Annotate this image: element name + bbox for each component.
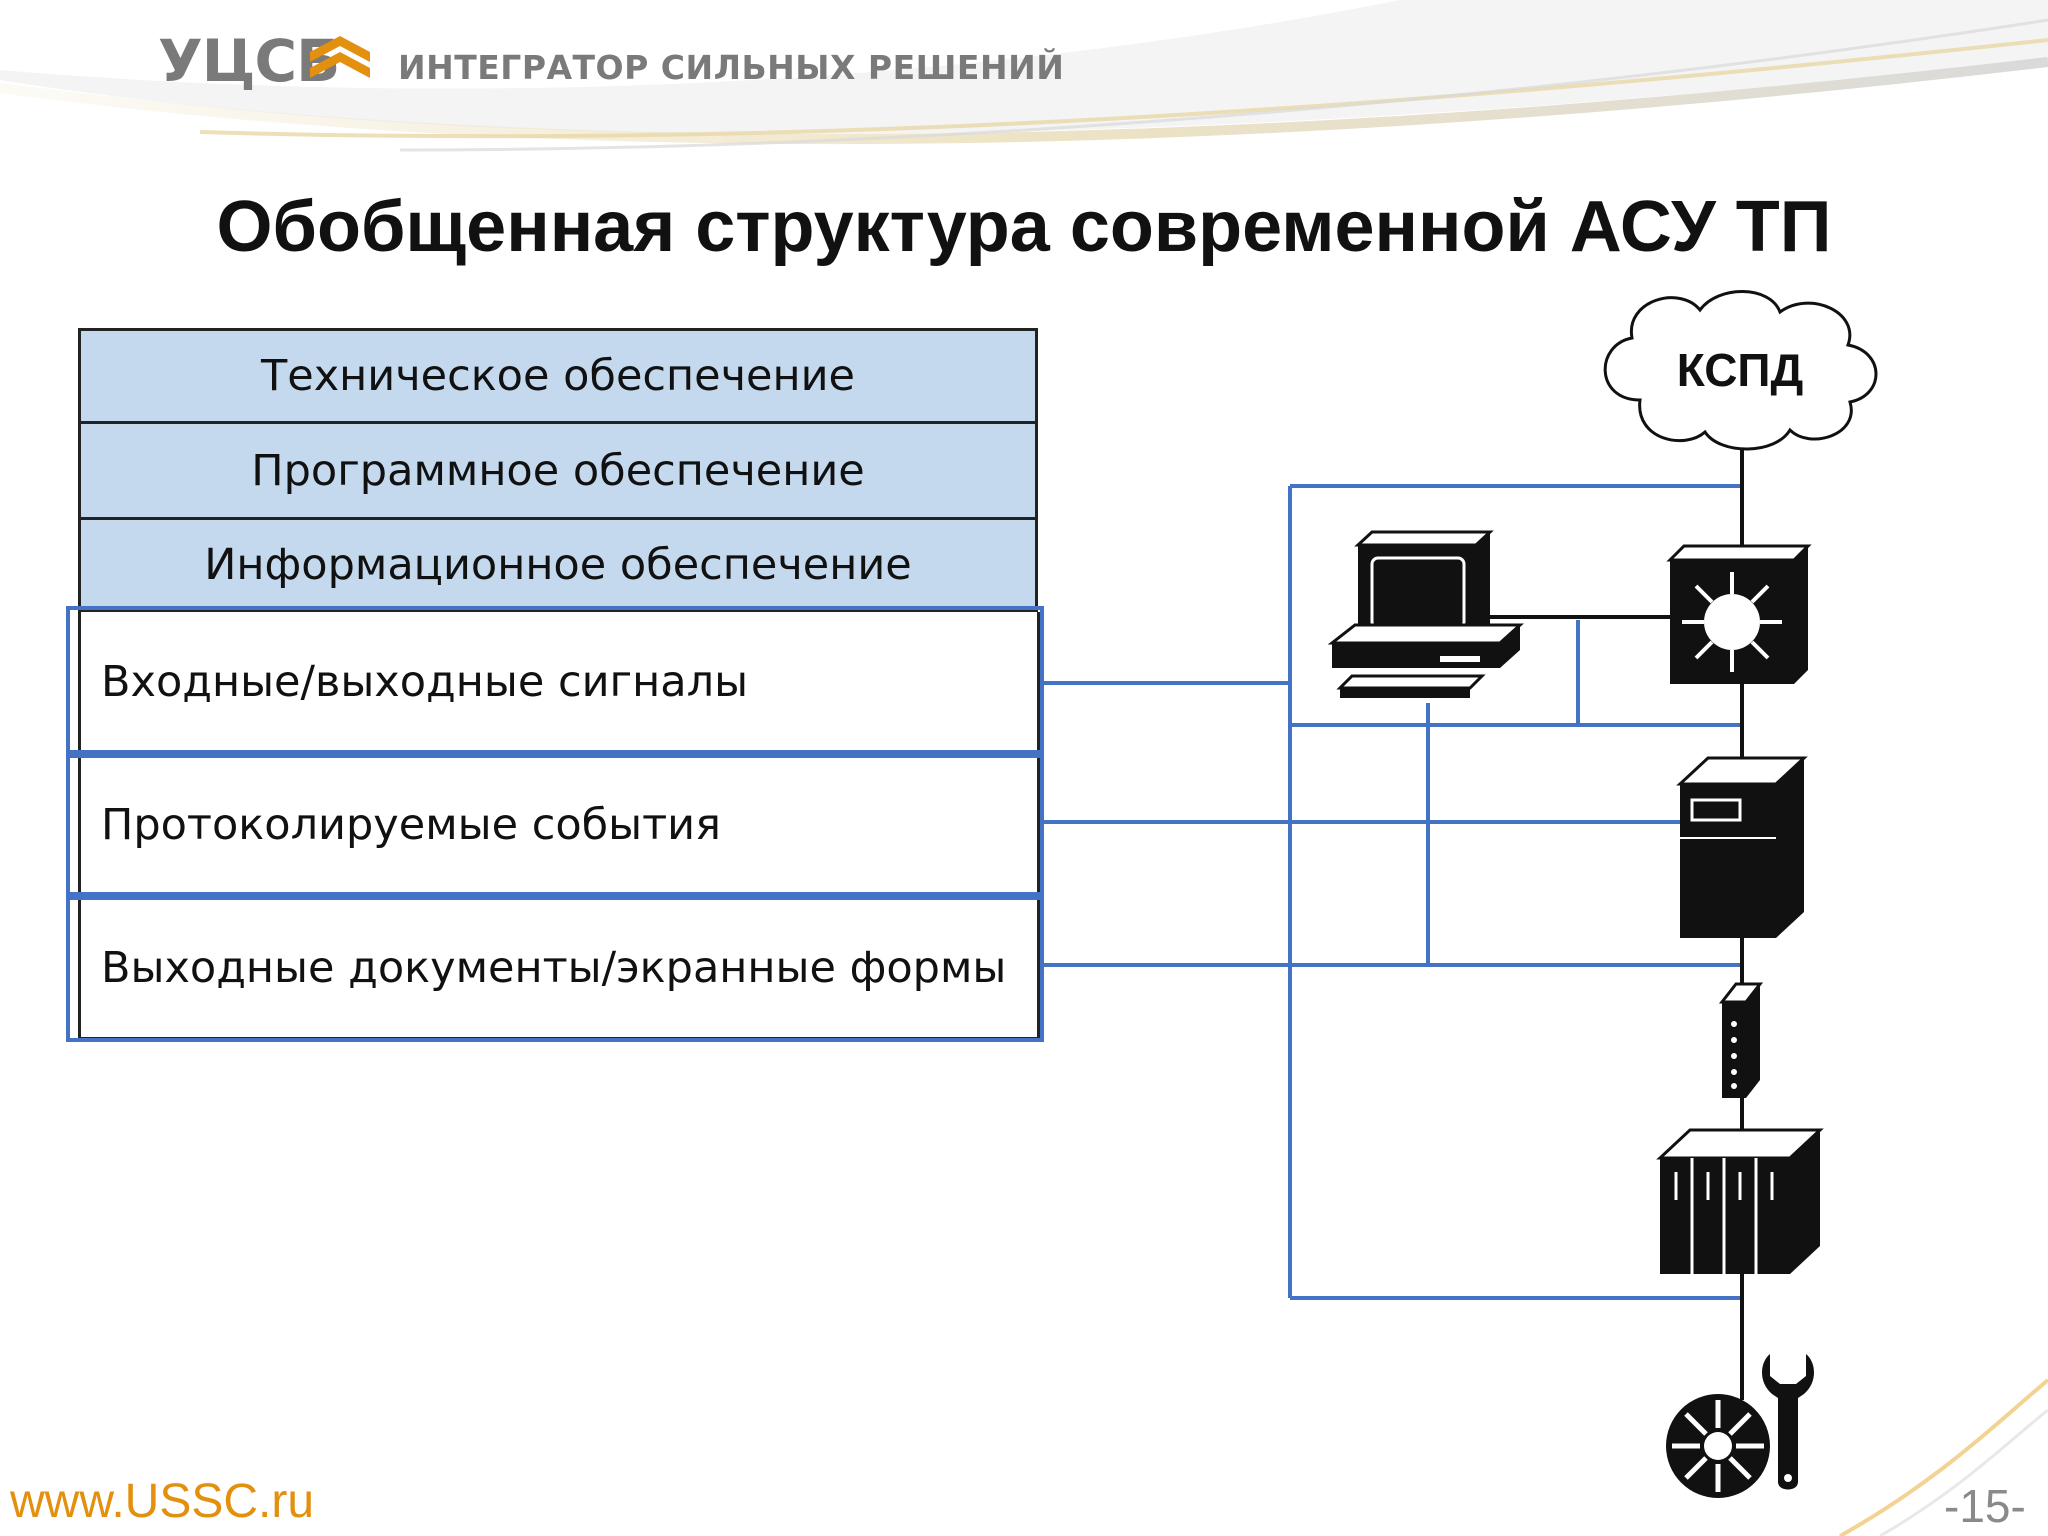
footer-url[interactable]: www.USSC.ru — [10, 1475, 315, 1528]
workstation-icon — [1327, 530, 1524, 698]
actuator-icon — [1666, 1394, 1770, 1498]
data-row-events: Протоколируемые события — [78, 758, 1040, 892]
data-row-signals: Входные/выходные сигналы — [78, 612, 1040, 752]
support-row-technical: Техническое обеспечение — [78, 328, 1038, 424]
cloud-label: КСПД — [1676, 344, 1804, 396]
logo-text: УЦСБ — [158, 27, 340, 95]
tagline: ИНТЕГРАТОР СИЛЬНЫХ РЕШЕНИЙ — [398, 48, 1065, 87]
header-decoration — [0, 0, 2048, 152]
documents-frame — [66, 896, 1044, 1042]
connection-lines — [1044, 484, 1742, 1300]
page-number: -15- — [1944, 1480, 2026, 1532]
switch-icon — [1666, 544, 1812, 684]
cloud-icon — [1603, 290, 1878, 451]
plc-icon — [1656, 1128, 1824, 1274]
gateway-icon — [1718, 982, 1764, 1098]
logo-chevron-icon — [310, 36, 370, 78]
support-row-software: Программное обеспечение — [78, 421, 1038, 520]
wrench-icon — [1762, 1354, 1814, 1490]
support-row-information: Информационное обеспечение — [78, 517, 1038, 613]
signals-frame — [66, 606, 1044, 754]
server-icon — [1676, 756, 1808, 938]
page-title: Обобщенная структура современной АСУ ТП — [216, 187, 1832, 267]
data-row-documents: Выходные документы/экранные формы — [78, 898, 1040, 1040]
footer-decoration — [1839, 1378, 2048, 1536]
events-frame — [66, 754, 1044, 896]
